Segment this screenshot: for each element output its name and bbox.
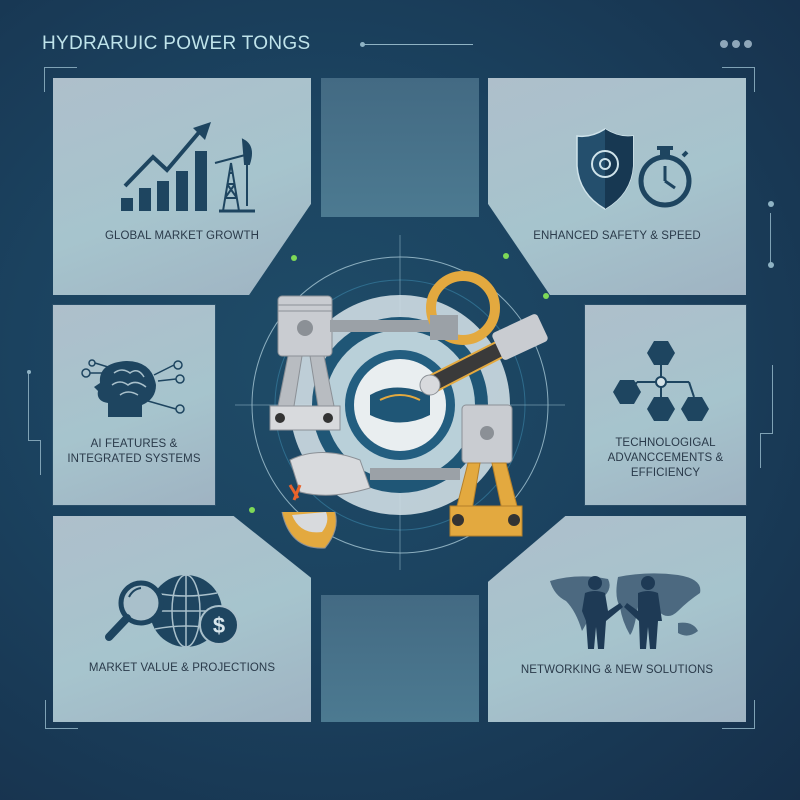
tile-label: MARKET VALUE & PROJECTIONS [88, 662, 276, 674]
tile-label: GLOBAL MARKET GROWTH [104, 230, 260, 242]
svg-text:$: $ [213, 613, 225, 638]
title-connector-dot [360, 42, 365, 47]
corner-connector-bottom-left [45, 700, 78, 729]
side-connector-left [28, 372, 41, 441]
side-connector-left-dot [27, 370, 31, 374]
side-connector-right-1 [770, 213, 772, 263]
page-title: HYDRARUIC POWER TONGS [42, 33, 311, 54]
tile-label: ENHANCED SAFETY & SPEED [533, 230, 701, 242]
tile-label-line-2: ADVANCCEMENTS & [607, 452, 724, 464]
title-connector-line [363, 44, 473, 45]
more-dots-icon[interactable] [720, 40, 752, 48]
corner-connector-top-right [722, 67, 755, 92]
bar-chart-oil-pump-icon [121, 122, 255, 213]
world-map-handshake-icon [550, 573, 701, 649]
side-connector-right-2 [760, 365, 773, 434]
side-connector-left-2 [40, 440, 42, 475]
tile-label-line-3: EFFICIENCY [630, 467, 701, 479]
tile-networking[interactable]: NETWORKING & NEW SOLUTIONS [488, 516, 746, 722]
tile-label-line-1: AI FEATURES & [90, 438, 178, 450]
placeholder-slot-bottom [321, 595, 479, 722]
corner-connector-bottom-right [722, 700, 755, 729]
tile-tech-advancements[interactable]: TECHNOLOGIGAL ADVANCCEMENTS & EFFICIENCY [585, 305, 746, 505]
side-connector-right-3 [760, 433, 762, 468]
shield-gear-stopwatch-icon [576, 128, 692, 210]
hydraulic-tongs-gear-illustration [230, 230, 570, 577]
magnifier-globe-dollar-icon: $ [105, 574, 239, 648]
tile-enhanced-safety-speed[interactable]: ENHANCED SAFETY & SPEED [488, 78, 746, 295]
tile-label-line-1: TECHNOLOGIGAL [615, 437, 716, 449]
corner-connector-top-left [44, 67, 77, 92]
tile-label-line-2: INTEGRATED SYSTEMS [67, 453, 201, 465]
tile-global-market-growth[interactable]: GLOBAL MARKET GROWTH [53, 78, 311, 295]
side-connector-right-dot-a [768, 201, 774, 207]
tile-market-value[interactable]: $ MARKET VALUE & PROJECTIONS [53, 516, 311, 722]
tile-ai-features[interactable]: AI FEATURES & INTEGRATED SYSTEMS [53, 305, 215, 505]
side-connector-right-dot-b [768, 262, 774, 268]
placeholder-slot-top [321, 78, 479, 217]
tile-label: NETWORKING & NEW SOLUTIONS [520, 664, 714, 676]
brain-head-network-icon [81, 359, 185, 417]
hexagon-network-icon [613, 341, 709, 421]
